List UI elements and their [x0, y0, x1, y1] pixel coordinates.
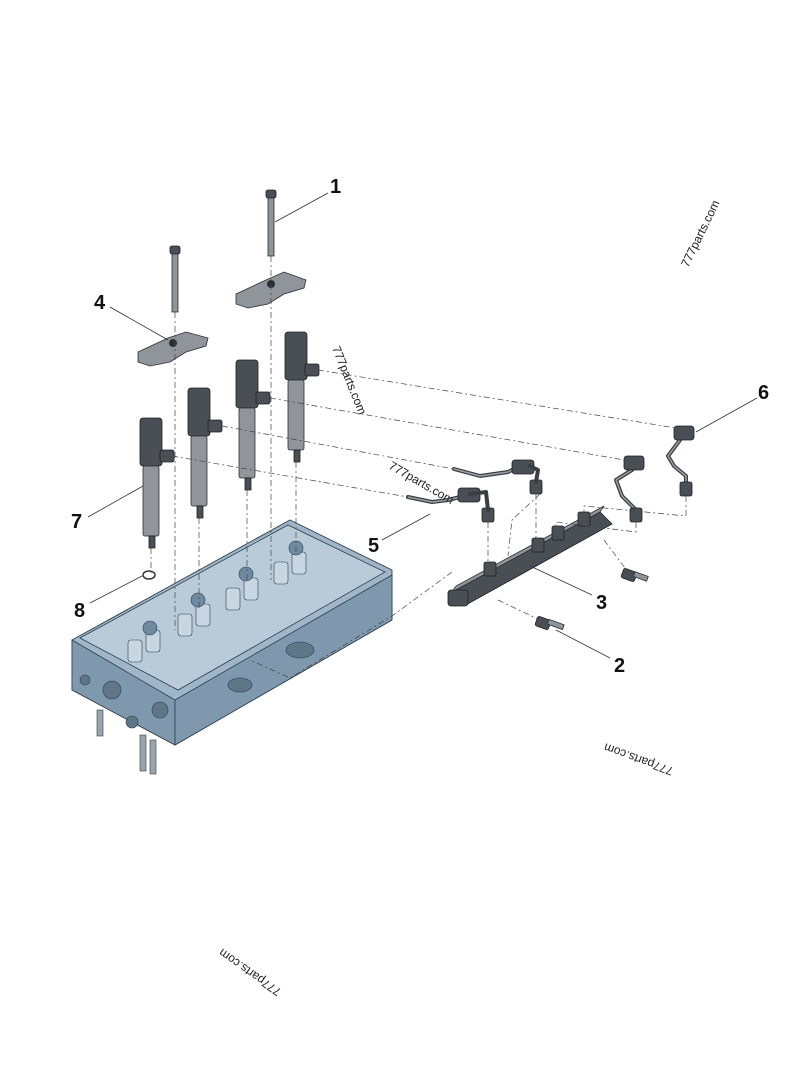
injector-1: [139, 417, 175, 549]
injector-4: [284, 331, 320, 463]
cylinder-head: [71, 519, 393, 775]
fuel-pipe-2: [452, 459, 543, 495]
callout-5: 5: [368, 535, 379, 557]
fuel-pipe-4: [666, 425, 695, 497]
callout-1: 1: [330, 176, 341, 198]
leader-lines: [87, 192, 758, 659]
clamp-bolt-1: [169, 245, 181, 313]
callout-3: 3: [596, 592, 607, 614]
injector-3: [235, 359, 271, 491]
watermark-2: 777parts.com: [329, 344, 369, 417]
watermark-1: 777parts.com: [678, 198, 722, 269]
assembly-lines: [150, 256, 687, 679]
callout-8: 8: [74, 600, 85, 622]
watermark-5: 777parts.com: [216, 946, 284, 999]
rail-bolt-1: [534, 616, 565, 631]
fuel-pipe-1: [406, 487, 495, 523]
fuel-pipe-3: [614, 455, 645, 523]
callout-2: 2: [614, 655, 625, 677]
fuel-rail: [447, 505, 613, 607]
rail-bolt-2: [620, 568, 649, 582]
callout-4: 4: [94, 292, 106, 314]
injector-2: [187, 387, 223, 519]
clamp-bolt-2: [265, 189, 277, 257]
watermark-4: 777parts.com: [602, 740, 675, 778]
callout-6: 6: [758, 382, 769, 404]
callout-7: 7: [71, 511, 82, 533]
injector-clamp-1: [137, 331, 209, 367]
sealing-washer: [142, 570, 156, 580]
